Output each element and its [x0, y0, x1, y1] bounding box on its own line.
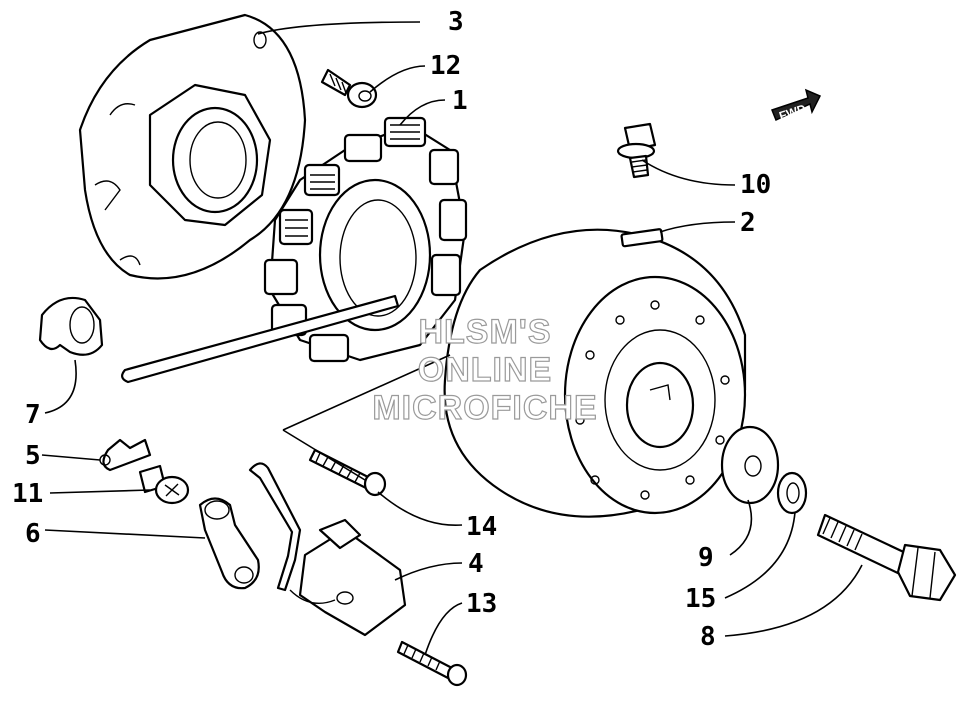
- callout-5: 5: [25, 441, 41, 471]
- callout-6: 6: [25, 519, 41, 549]
- callout-9: 9: [698, 543, 714, 573]
- callout-14: 14: [466, 512, 497, 542]
- screw-12-part: [320, 68, 378, 109]
- callout-3: 3: [448, 7, 464, 37]
- stator-coil-part: [263, 116, 468, 363]
- forward-arrow-icon: FWD: [771, 88, 822, 123]
- pickup-coil-4-part: [248, 462, 407, 637]
- pickup-arm-6-part: [198, 497, 260, 590]
- callout-13: 13: [466, 589, 497, 619]
- stator-wire: [121, 294, 400, 384]
- callout-11: 11: [12, 479, 43, 509]
- callout-12: 12: [430, 51, 461, 81]
- screw-13-part: [396, 640, 468, 687]
- screw-11-part: [138, 464, 190, 505]
- callout-2: 2: [740, 208, 756, 238]
- watermark-line3: MICROFICHE: [372, 389, 597, 427]
- callout-4: 4: [468, 549, 484, 579]
- callout-8: 8: [700, 622, 716, 652]
- bolt-10-part: [616, 122, 657, 179]
- flywheel-part: [443, 228, 747, 518]
- flywheel-holes: [575, 300, 730, 500]
- callout-15: 15: [685, 584, 716, 614]
- watermark-line1: HLSM'S: [418, 313, 551, 351]
- watermark: HLSM'S ONLINE MICROFICHE: [372, 312, 598, 427]
- fwd-label: FWD: [777, 101, 808, 123]
- callout-labels: 3 12 1 10 2 7 5 11 6 14 4 13 9 15 8: [12, 7, 771, 652]
- callout-7: 7: [25, 400, 41, 430]
- callout-1: 1: [452, 86, 468, 116]
- stator-plate-part: [78, 13, 307, 280]
- screw-14-part: [308, 448, 387, 497]
- lock-washer-15-part: [776, 471, 808, 515]
- washer-9-part: [720, 425, 780, 505]
- leader-lines: [41, 21, 863, 656]
- watermark-line2: ONLINE: [418, 351, 552, 389]
- clamp-5-part: [99, 438, 152, 472]
- bolt-8-part: [816, 513, 957, 602]
- grommet-7-part: [38, 296, 104, 356]
- callout-10: 10: [740, 170, 771, 200]
